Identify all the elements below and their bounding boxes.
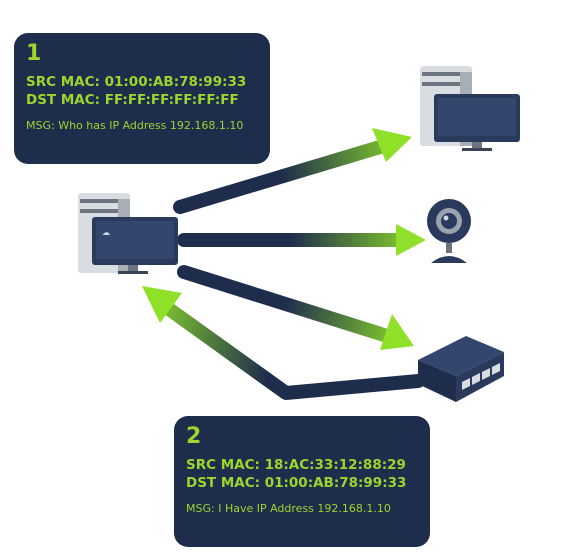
dst-mac-label: DST MAC: 01:00:AB:78:99:33 (186, 475, 407, 491)
webcam-icon (427, 199, 471, 263)
dst-mac-label: DST MAC: FF:FF:FF:FF:FF:FF (26, 92, 239, 108)
arrow-to-computer (173, 128, 412, 214)
arrow-to-camera (177, 224, 426, 256)
step-number: 1 (26, 41, 42, 66)
src-mac-label: SRC MAC: 18:AC:33:12:88:29 (186, 457, 406, 473)
arp-reply-box: 2 SRC MAC: 18:AC:33:12:88:29 DST MAC: 01… (174, 416, 430, 547)
src-mac-label: SRC MAC: 01:00:AB:78:99:33 (26, 74, 247, 90)
step-number: 2 (186, 424, 202, 449)
desktop-computer-icon (420, 66, 520, 151)
network-switch-icon (418, 336, 504, 402)
message-label: MSG: Who has IP Address 192.168.1.10 (26, 119, 244, 132)
arp-request-box: 1 SRC MAC: 01:00:AB:78:99:33 DST MAC: FF… (14, 33, 270, 164)
arrow-to-switch (177, 265, 414, 350)
svg-text:☁: ☁ (102, 228, 110, 237)
arrow-reply-to-sender (142, 286, 425, 400)
message-label: MSG: I Have IP Address 192.168.1.10 (186, 502, 391, 515)
desktop-computer-icon: ☁ (78, 193, 178, 274)
